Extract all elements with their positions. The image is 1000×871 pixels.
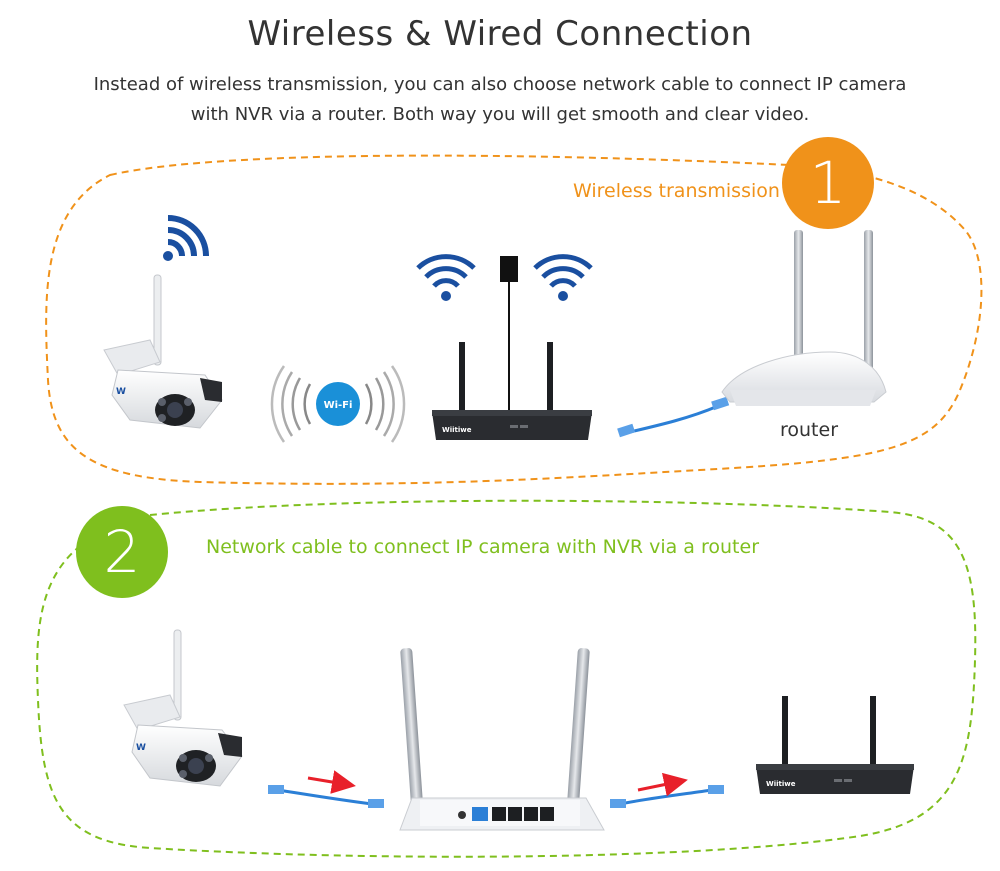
wifi-waves-icon: Wi-Fi	[270, 365, 406, 443]
arrow-right-icon	[307, 770, 356, 794]
network-cable-2	[268, 770, 384, 808]
camera-logo: W	[116, 387, 126, 397]
nvr-logo-2: Wiitiwe	[766, 780, 796, 788]
nvr-recorder-wired: Wiitiwe	[756, 696, 914, 794]
network-cable-label: Network cable to connect IP camera with …	[206, 536, 760, 558]
router-label: router	[780, 419, 839, 441]
ip-camera-wired: W	[123, 629, 243, 787]
wifi-badge-label: Wi-Fi	[324, 400, 353, 411]
page-subtitle: Instead of wireless transmission, you ca…	[93, 74, 907, 125]
wireless-section-boundary	[45, 154, 983, 485]
page-title: Wireless & Wired Connection	[247, 14, 753, 54]
wifi-icon-left	[416, 254, 476, 301]
step-1-badge: 1	[782, 137, 874, 229]
wifi-icon-right	[533, 254, 593, 301]
ip-camera-wireless: W	[103, 274, 223, 429]
step-2-badge: 2	[76, 506, 168, 598]
wireless-transmission-label: Wireless transmission	[573, 180, 780, 202]
wifi-signal-icon	[163, 215, 209, 261]
router-wireless	[721, 230, 887, 406]
arrow-right-icon	[637, 772, 688, 797]
network-cable-3	[610, 772, 724, 808]
camera-logo-2: W	[136, 743, 146, 753]
nvr-recorder-wireless: Wiitiwe	[432, 342, 592, 440]
power-adapter-icon	[500, 256, 518, 412]
network-cable-1	[617, 396, 730, 438]
router-wired	[399, 648, 605, 831]
nvr-logo: Wiitiwe	[442, 426, 472, 434]
